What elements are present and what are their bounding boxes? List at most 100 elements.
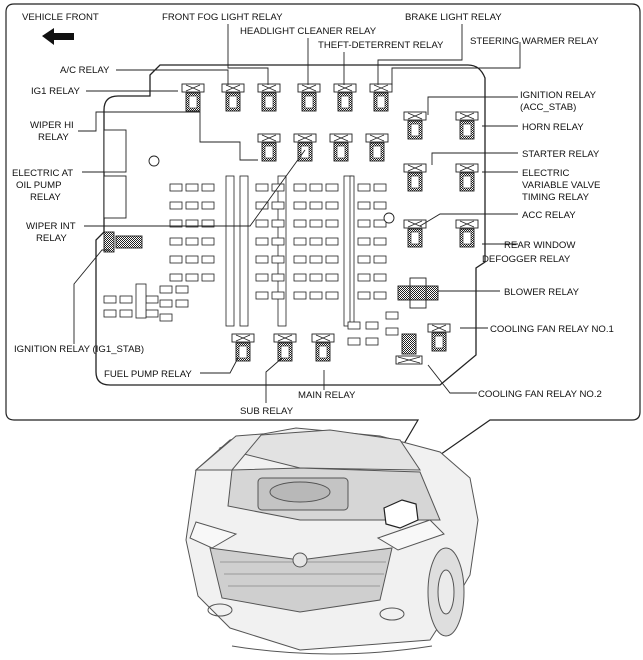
fuse [293,219,307,228]
relay-steering-warmer-header-x [369,134,385,142]
relay-rear-defogger-header-x [459,220,475,228]
label-electric-at-line1: ELECTRIC AT [12,168,73,179]
label-headlight-cleaner-relay: HEADLIGHT CLEANER RELAY [240,26,377,37]
relay-acc-header-x [407,220,423,228]
label-cooling-fan-relay-2: COOLING FAN RELAY NO.2 [478,389,602,400]
relay-sub [273,333,297,362]
fuse [119,309,133,318]
bus-bar-2 [277,175,287,327]
fuse [357,237,371,246]
relay-steering-warmer-window [372,145,382,159]
fuse [293,201,307,210]
fuse [373,273,387,282]
label-ig1-relay: IG1 RELAY [31,86,80,97]
label-wiper-hi-relay-line2: RELAY [38,132,69,143]
fuse [271,255,285,264]
fuse [271,237,285,246]
relay-theft-deterrent-window [340,95,350,109]
label-blower-relay: BLOWER RELAY [504,287,580,298]
relay-cooling-fan-1-header-x [431,324,447,332]
fuse [255,291,269,300]
label-electric-at-line3: RELAY [30,192,61,203]
fuse [201,201,215,210]
relay-main [311,333,335,362]
relay-evvt-window [462,175,472,189]
fuse [365,337,379,346]
relay-blower-frame [409,277,427,309]
fuse [255,183,269,192]
relay-fuel-pump-header-x [235,334,251,342]
left-fog-lamp [207,603,233,617]
label-wiper-hi-relay-line1: WIPER HI [30,120,74,131]
fuse [185,201,199,210]
relay-acc-window [410,231,420,245]
relay-cooling-fan-2-body [401,333,417,355]
relay-box-location [383,499,419,529]
fuse [255,237,269,246]
fuse [293,255,307,264]
relay-horn [455,111,479,140]
label-steering-warmer-relay: STEERING WARMER RELAY [470,36,599,47]
windshield [194,433,264,471]
relay-labels: FRONT FOG LIGHT RELAY HEADLIGHT CLEANER … [12,12,614,417]
fuse [271,201,285,210]
relay-wiper-int-header-x [297,134,313,142]
fuse [373,255,387,264]
fuse [365,321,379,330]
relay-sub-window [280,345,290,359]
fuse [201,255,215,264]
fuse [175,299,189,308]
fuse-array [103,129,399,346]
relay-wiper-int [293,133,317,162]
right-fog-lamp [379,607,405,621]
fuse [357,201,371,210]
relay-headlight-cleaner [297,83,321,112]
fuse [357,273,371,282]
relay-headlight-cleaner-window [304,95,314,109]
fuse [385,327,399,336]
label-ac-relay: A/C RELAY [60,65,110,76]
ground-shadow [231,645,433,655]
fuse [373,201,387,210]
relay-ac-header-x [225,84,241,92]
relay-brake-light [369,83,393,112]
relay-front-fog-light [257,83,281,112]
relay-ignition-ig1-stab-body [103,231,115,253]
relay-wiper-int-window [300,145,310,159]
right-headlight [376,519,445,551]
fuse [373,237,387,246]
relay-front-fog-light-header-x [261,84,277,92]
relay-starter [403,163,427,192]
mounting-screw [383,212,395,224]
fuse [309,201,323,210]
relay-headlight-cleaner-header-x [301,84,317,92]
fuse [185,255,199,264]
label-ignition-relay-acc-line1: IGNITION RELAY [520,90,597,101]
fuse [255,255,269,264]
fuse [201,237,215,246]
fuse [169,255,183,264]
fuse [373,219,387,228]
bus-bar-4 [349,175,355,327]
label-wiper-int-line2: RELAY [36,233,67,244]
relay-steering-warmer [365,133,389,162]
label-starter-relay: STARTER RELAY [522,149,600,160]
fuse [159,299,173,308]
fuse [357,255,371,264]
fuse [201,219,215,228]
fuse [347,337,361,346]
mounting-screw [148,155,160,167]
leader-lines [73,24,521,403]
fuse [357,291,371,300]
label-evvt-line2: VARIABLE VALVE [522,180,600,191]
relay-electric-at-oil-pump-window [336,145,346,159]
fuse [169,219,183,228]
fuse [185,237,199,246]
fuse [293,237,307,246]
bus-bar-0 [225,175,235,327]
relay-brake-light-window [376,95,386,109]
relay-cooling-fan-1-window [434,335,444,349]
relay-ig1-header-x [185,84,201,92]
relay-main-window [318,345,328,359]
fuse [145,295,159,304]
